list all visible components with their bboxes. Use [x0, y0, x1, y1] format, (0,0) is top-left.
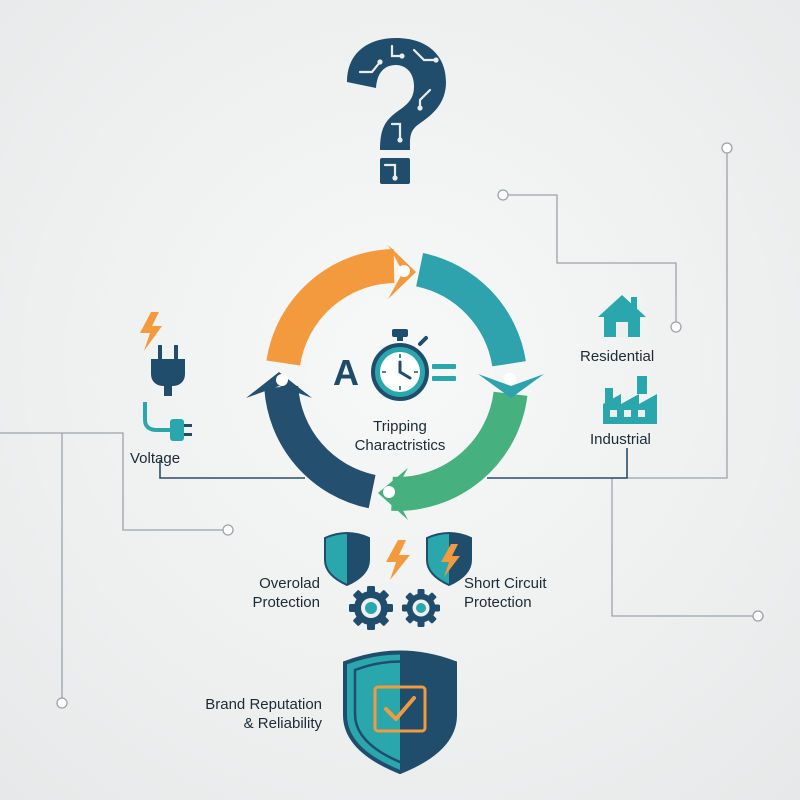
cycle-arc-navy — [264, 385, 377, 509]
center-title-line1: Tripping — [373, 418, 427, 435]
brand-line1: Brand Reputation — [205, 696, 322, 713]
short-line1: Short Circuit — [464, 575, 547, 592]
arrowhead-orange — [388, 245, 416, 299]
brand-shield-icon — [343, 650, 457, 775]
brand-line2: & Reliability — [243, 715, 322, 732]
arrowhead-teal — [478, 374, 544, 398]
short-line2: Protection — [464, 594, 532, 611]
overload-protection-label: Overolad Protection — [200, 574, 320, 612]
center-title: Tripping Charactristics — [320, 417, 480, 455]
overload-line1: Overolad — [259, 575, 320, 592]
center-title-line2: Charactristics — [354, 437, 446, 454]
overload-line2: Protection — [252, 594, 320, 611]
gear-icon-left — [349, 586, 393, 630]
question-mark-icon — [347, 38, 446, 184]
shield-icon-left — [324, 532, 370, 587]
lightning-icon-left — [140, 312, 162, 351]
center-letter: A — [333, 352, 359, 393]
shield-icon-right — [426, 532, 472, 587]
connector-dots — [56, 142, 764, 709]
cycle-arc-orange — [266, 249, 395, 367]
checkbox-icon — [373, 685, 427, 733]
cycle-ring — [264, 249, 528, 511]
gear-icon-right — [402, 589, 440, 627]
cycle-arc-teal — [415, 253, 526, 367]
residential-label: Residential — [580, 348, 655, 365]
brand-reputation-label: Brand Reputation & Reliability — [160, 695, 322, 733]
cycle-arc-green — [391, 391, 528, 511]
plug-icon — [151, 345, 185, 396]
short-circuit-protection-label: Short Circuit Protection — [464, 574, 584, 612]
stopwatch-icon — [371, 329, 429, 401]
equals-icon — [432, 364, 456, 381]
lightning-icon-center — [386, 540, 410, 580]
cycle-nodes — [276, 265, 516, 498]
factory-icon — [603, 376, 657, 424]
house-icon — [598, 295, 646, 337]
hub-lines — [159, 448, 628, 479]
voltage-label: Voltage — [130, 450, 181, 467]
cable-plug-icon — [143, 402, 192, 441]
industrial-label: Industrial — [590, 431, 651, 448]
